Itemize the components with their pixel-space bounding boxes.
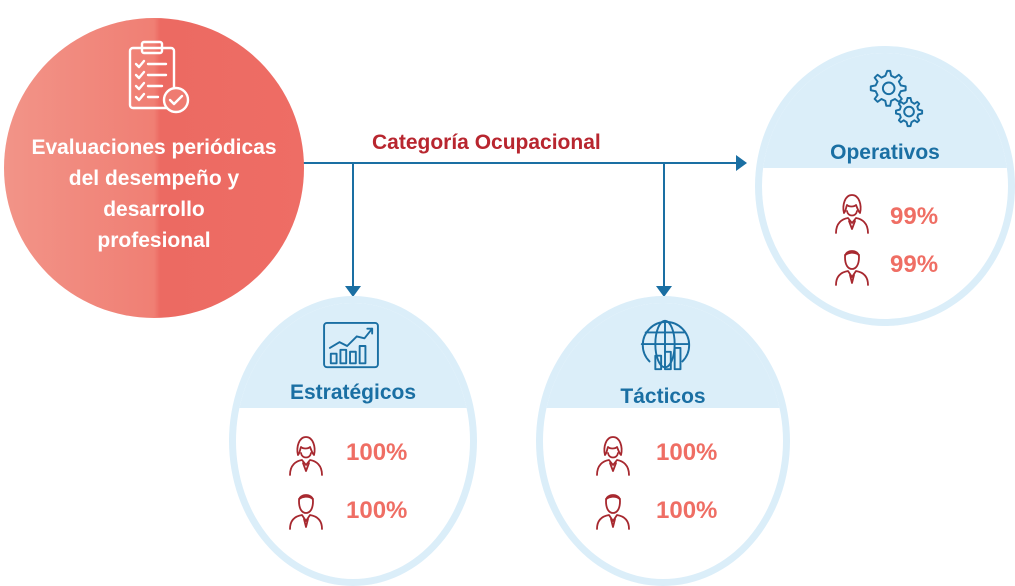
women-percentage: 100%: [346, 439, 408, 466]
category-circle-estrategicos: Estratégicos 100% 100%: [229, 296, 477, 586]
category-title: Operativos: [830, 141, 940, 164]
connector-label: Categoría Ocupacional: [372, 131, 601, 154]
man-icon: [289, 494, 323, 530]
woman-icon: [835, 194, 869, 234]
man-icon: [596, 494, 630, 530]
category-circle-tacticos: Tácticos 100% 100%: [536, 296, 790, 586]
woman-icon: [596, 436, 630, 476]
source-title-line: Evaluaciones periódicas: [31, 136, 277, 159]
source-circle: Evaluaciones periódicas del desempeño y …: [4, 18, 304, 318]
men-percentage: 100%: [346, 497, 408, 524]
woman-icon: [289, 436, 323, 476]
men-percentage: 100%: [656, 497, 718, 524]
source-title-line: del desempeño y: [68, 167, 240, 190]
connector-lines: [300, 155, 747, 297]
source-title-line: desarrollo: [103, 198, 205, 221]
category-title: Tácticos: [620, 385, 706, 408]
category-header: [236, 303, 470, 408]
category-circle-operativos: Operativos 99% 99%: [755, 46, 1015, 326]
growth-chart-icon: [323, 321, 379, 369]
category-header: [762, 53, 1008, 168]
source-title-line: profesional: [97, 229, 211, 252]
women-percentage: 99%: [890, 203, 939, 230]
man-icon: [835, 250, 869, 286]
women-percentage: 100%: [656, 439, 718, 466]
category-title: Estratégicos: [289, 381, 417, 404]
arrow-to-operativos: [736, 155, 747, 171]
arrow-to-estrategicos: [345, 286, 361, 297]
globe-chart-icon: [640, 319, 691, 371]
source-title: Evaluaciones periódicas del desempeño y …: [4, 132, 304, 256]
clipboard-checklist-icon: [128, 40, 190, 114]
gears-icon: [869, 69, 924, 128]
men-percentage: 99%: [890, 251, 939, 278]
arrow-to-tacticos: [656, 286, 672, 297]
